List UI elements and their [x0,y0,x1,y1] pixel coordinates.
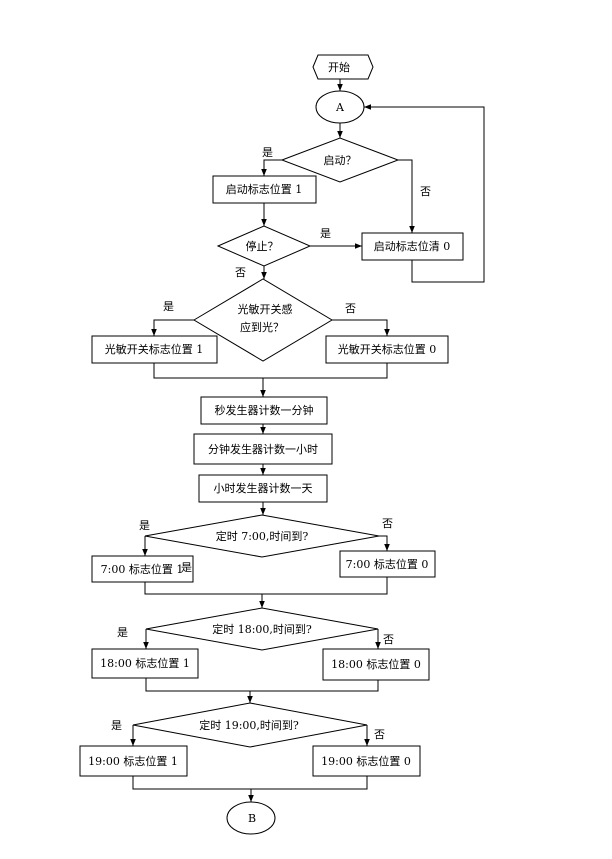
clear-light-flag-label: 光敏开关标志位置 0 [338,342,437,356]
edge-start-yes [261,159,282,176]
decision-1900-label: 定时 19:00,时间到? [199,718,299,732]
set-start-flag-label: 启动标志位置 1 [226,182,303,196]
clear-1900-label: 19:00 标志位置 0 [321,754,411,768]
edge-light-yes [151,319,194,336]
minute-counter-box [193,433,333,465]
decision-1800-label: 定时 18:00,时间到? [212,622,312,636]
decision-start-label: 启动？ [324,154,357,167]
label-1900-yes: 是 [111,719,122,732]
set-700-label: 7:00 标志位置 1 [101,562,184,576]
edge-start-no [398,159,415,233]
decision-700-label: 定时 7:00,时间到? [216,529,309,543]
start-label: 开始 [328,60,350,74]
set-1800-box [91,648,199,679]
label-stop-no: 否 [235,266,246,279]
clear-1800-label: 18:00 标志位置 0 [331,657,421,671]
minute-counter-label: 分钟发生器计数一小时 [208,442,318,456]
label-700-stray: 是 [181,561,192,574]
label-1900-no: 否 [374,728,385,741]
label-start-yes: 是 [262,146,273,159]
label-light-no: 否 [345,302,356,315]
set-1800-label: 18:00 标志位置 1 [100,656,190,670]
label-1800-yes: 是 [117,626,128,639]
merge-700-branches [144,577,388,595]
clear-700-box [339,550,436,578]
merge-1800-branches [145,678,379,692]
edge-700-no [379,535,390,551]
merge-1900-branches [132,776,368,790]
label-stop-yes: 是 [320,227,331,240]
label-start-no: 否 [420,185,431,198]
label-700-no: 否 [382,517,393,530]
edge-light-no [332,319,390,336]
start-terminal [312,54,374,80]
clear-start-flag-box [361,232,464,261]
decision-light-label-2: 应到光？ [240,320,284,334]
label-700-yes: 是 [139,519,150,532]
hour-counter-box [198,474,328,503]
set-700-box [91,555,194,583]
clear-1800-box [322,648,430,681]
clear-700-label: 7:00 标志位置 0 [346,557,429,571]
set-1900-box [79,745,188,777]
merge-light-branches [153,363,388,379]
second-counter-label: 秒发生器计数一分钟 [215,403,314,417]
hour-counter-label: 小时发生器计数一天 [214,481,313,495]
clear-start-flag-label: 启动标志位清 0 [374,239,451,253]
edge-loop-back-to-a [364,104,485,283]
decision-light-label-1: 光敏开关感 [238,302,293,316]
set-light-flag-label: 光敏开关标志位置 1 [105,342,204,356]
decision-stop-label: 停止？ [246,239,279,253]
clear-1900-box [312,745,421,777]
second-counter-box [200,396,328,425]
label-1800-no: 否 [383,633,394,646]
connector-b-label: B [248,812,256,825]
set-1900-label: 19:00 标志位置 1 [88,754,178,768]
connector-a-label: A [335,101,345,114]
label-light-yes: 是 [163,300,174,313]
